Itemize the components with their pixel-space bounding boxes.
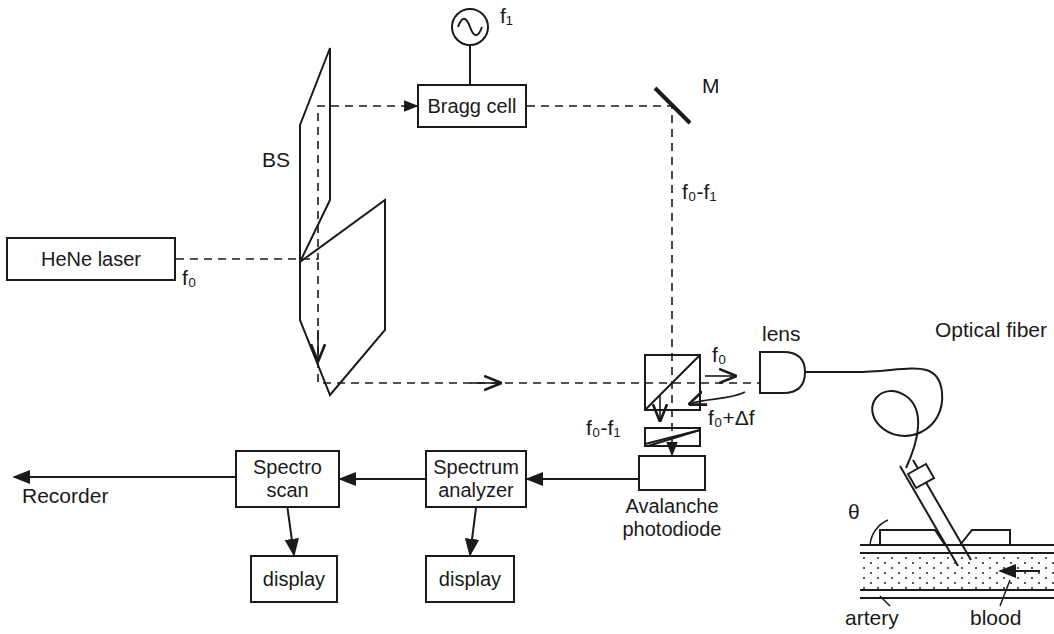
spectrum-analyzer-box: Spectrum analyzer	[425, 450, 527, 508]
part-label: Optical fiber	[935, 318, 1050, 341]
display-box: display	[250, 555, 338, 603]
frequency-label: f₀	[182, 266, 197, 289]
box-label: Bragg cell	[428, 95, 517, 118]
display-box: display	[425, 555, 515, 603]
box-label: Spectro scan	[243, 456, 332, 502]
beam-arrow	[317, 330, 319, 360]
probe-collar	[908, 464, 934, 488]
beam-splitter-prism	[300, 48, 330, 262]
signal-arrow	[527, 478, 638, 480]
bragg-cell-box: Bragg cell	[417, 84, 527, 128]
angle-arc	[870, 520, 888, 545]
oscillator-wire	[469, 45, 471, 84]
return-beam-arrow	[690, 392, 745, 404]
artery-wall	[860, 552, 1054, 554]
laser-beam	[318, 262, 760, 383]
part-label: M	[702, 74, 720, 97]
part-label: lens	[762, 322, 801, 345]
beam-arrow	[659, 395, 661, 420]
frequency-label: f₁	[500, 4, 513, 27]
frequency-label: f₀	[712, 343, 727, 366]
box-label: HeNe laser	[41, 248, 141, 271]
probe-holder	[880, 530, 945, 545]
signal-arrow	[340, 478, 425, 480]
artery-wall	[860, 597, 1054, 599]
optical-beam	[176, 106, 417, 259]
laser-box: HeNe laser	[6, 237, 176, 281]
artery-lumen	[860, 553, 1054, 590]
frequency-label: f₀-f₁	[682, 180, 716, 203]
recorder-arrow	[14, 476, 235, 478]
box-label: Spectrum analyzer	[433, 456, 519, 502]
drawing-g	[14, 9, 1054, 606]
part-label: BS	[262, 148, 290, 171]
box-label: display	[439, 568, 501, 591]
photodiode-box: Avalanche photodiode	[638, 455, 706, 491]
signal-arrow	[288, 508, 295, 555]
output-label: Recorder	[22, 484, 108, 507]
leader-line	[880, 596, 890, 606]
part-label: blood	[970, 606, 1021, 629]
flow-arrow	[1000, 570, 1040, 572]
optical-beam	[527, 106, 672, 455]
sine-wave	[458, 19, 482, 36]
beam-arrow	[705, 375, 735, 377]
part-label: artery	[845, 606, 899, 629]
spectro-scan-box: Spectro scan	[235, 450, 340, 508]
oscillator-symbol	[452, 9, 488, 45]
frequency-label: f₀-f₁	[586, 416, 620, 439]
artery-wall	[860, 589, 1054, 591]
angle-label: θ	[848, 500, 860, 523]
box-label: display	[263, 568, 325, 591]
beam-splitter-prism	[300, 200, 385, 395]
leader-line	[1000, 580, 1010, 606]
optical-fiber	[805, 368, 942, 468]
lens	[760, 352, 805, 393]
probe-holder	[960, 530, 1010, 545]
beam-arrow	[470, 382, 500, 384]
signal-arrow	[470, 508, 476, 555]
frequency-label: f₀+Δf	[708, 406, 755, 429]
box-caption: Avalanche photodiode	[607, 495, 737, 541]
artery-wall	[860, 544, 1054, 546]
